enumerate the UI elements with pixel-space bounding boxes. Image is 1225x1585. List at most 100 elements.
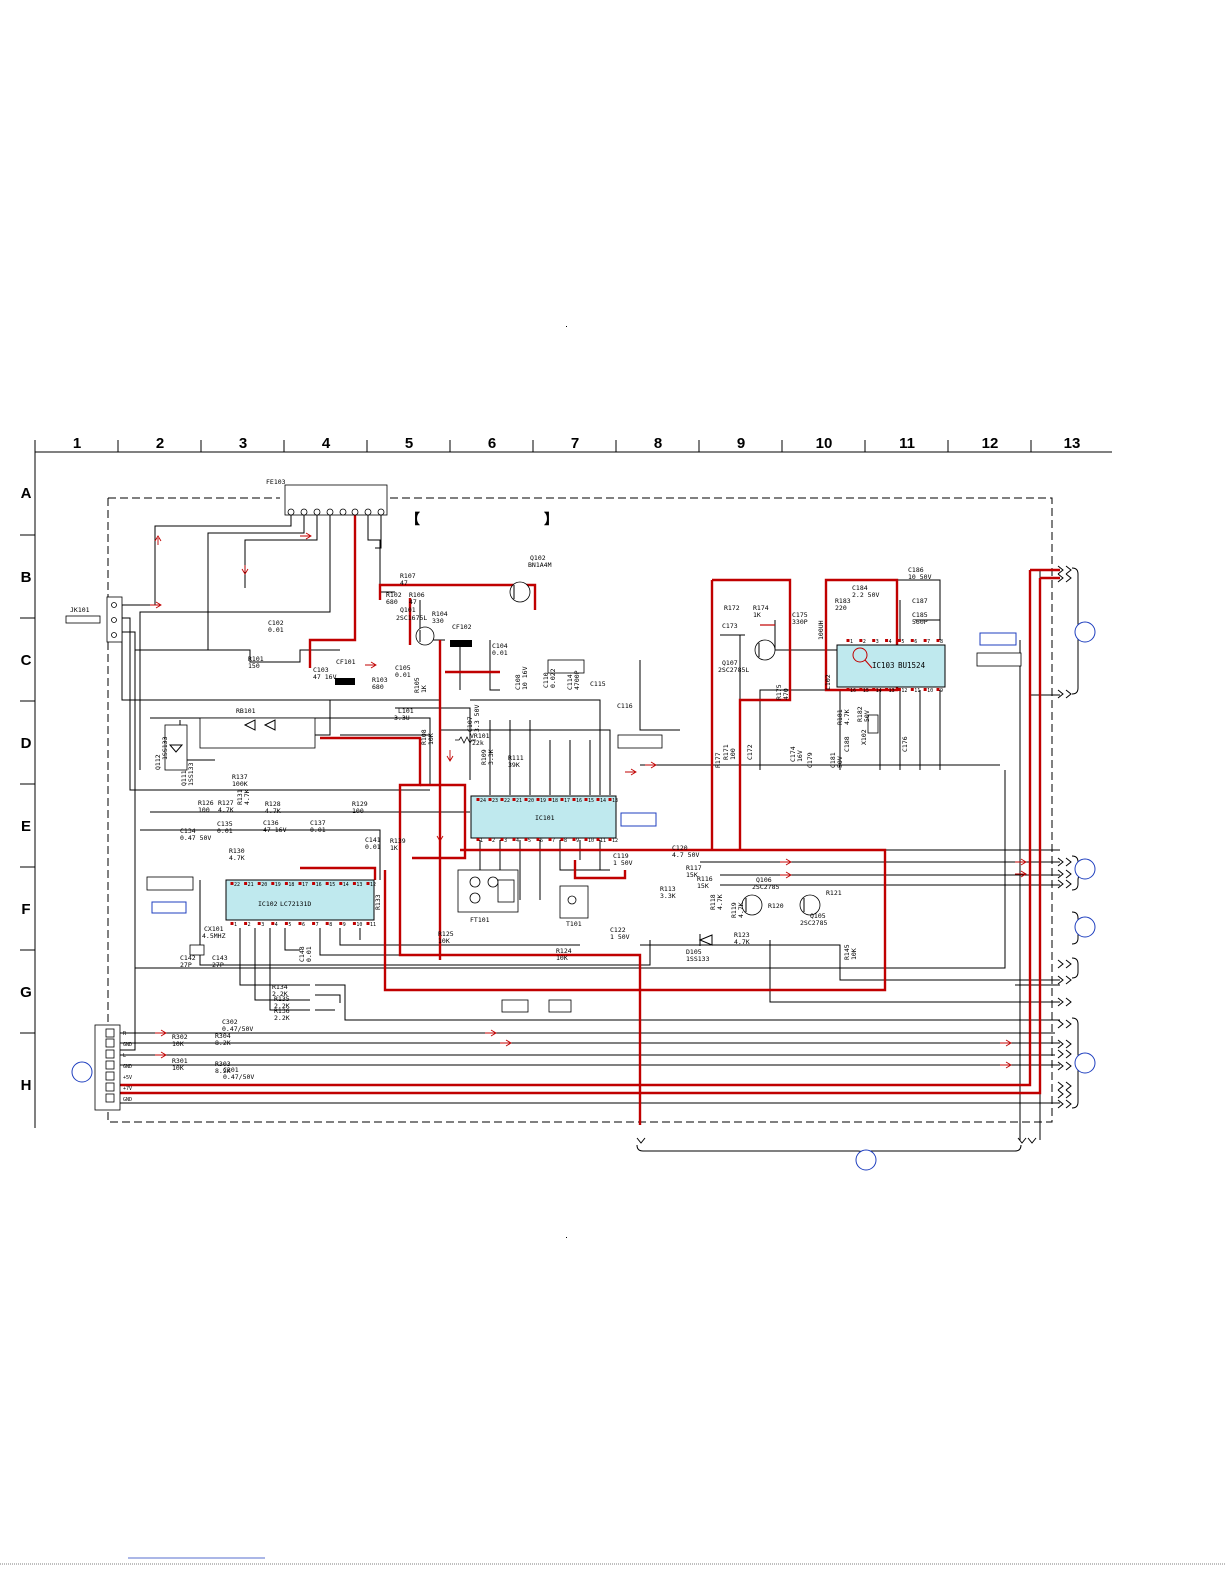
ic102-pin-label: 4 [275, 922, 278, 928]
fe103-label: FE103 [266, 478, 286, 486]
r101-value: 150 [248, 662, 260, 670]
r105-ref: R105 [413, 677, 421, 693]
c116-ref: C116 [617, 702, 633, 710]
r118-value: 4.7K [716, 894, 724, 910]
svg-text:BN1A4M: BN1A4M [528, 561, 552, 569]
svg-text:2SC2785: 2SC2785 [800, 919, 827, 927]
r181-ref: R181 [836, 709, 844, 725]
r123-ref: R123 [734, 931, 750, 939]
ic102-pin-marker [325, 922, 329, 925]
c142-value: 27P [180, 961, 192, 969]
svg-text:CF101: CF101 [336, 658, 356, 666]
row-label-h: H [21, 1077, 32, 1094]
ic102-pin-marker [352, 922, 356, 925]
c137-value: 0.01 [310, 826, 326, 834]
r304-value: 8.2K [215, 1039, 231, 1047]
r116-ref: R116 [697, 875, 713, 883]
c186-value: 10 50V [908, 573, 932, 581]
c110-value: 0.022 [549, 668, 557, 688]
ic103-pin-marker [936, 639, 940, 642]
ic101-pin-label: 10 [588, 838, 594, 844]
r130-value: 4.7K [229, 854, 245, 862]
svg-text:CF102: CF102 [452, 623, 472, 631]
black-wiring [108, 515, 1060, 1140]
r303-value: 8.2K [215, 1067, 231, 1075]
c185-ref: C185 [912, 611, 928, 619]
svg-text:Q101: Q101 [400, 606, 416, 614]
ic101-pin-marker [488, 838, 492, 841]
ic103-pin-marker [846, 639, 850, 642]
svg-text:4.5MHZ: 4.5MHZ [202, 932, 226, 940]
ic102-pin-marker [244, 922, 248, 925]
r127-ref: R127 [218, 799, 234, 807]
svg-text:1SS133: 1SS133 [187, 762, 195, 786]
ic102-pin-label: 10 [356, 922, 362, 928]
ic102-pin-label: 13 [356, 882, 362, 888]
d105-diode: D105 1SS133 [686, 934, 713, 963]
svg-text:2SC2785: 2SC2785 [752, 883, 779, 891]
c122-value: 1 50V [610, 933, 630, 941]
c134-ref: C134 [180, 827, 196, 835]
ic103-pin-label: 10 [927, 688, 933, 694]
svg-text:VR101: VR101 [470, 732, 490, 740]
c187-ref: C187 [912, 597, 928, 605]
row-label-a: A [21, 485, 32, 502]
ic102-pin-marker [271, 922, 275, 925]
c302-value: 0.47/50V [222, 1025, 253, 1033]
ic102-pin-marker [284, 882, 288, 885]
r136-value: 2.2K [274, 1014, 290, 1022]
ic101-pin-label: 23 [492, 798, 498, 804]
ic101-pin-marker [608, 798, 612, 801]
ic101-pin-marker [488, 798, 492, 801]
row-label-g: G [20, 984, 32, 1001]
ic103-pin-marker [846, 688, 850, 691]
connector-pin-label: R [123, 1031, 127, 1037]
r171-value: 100 [729, 748, 737, 760]
ic101-pin-label: 4 [516, 838, 519, 844]
r129-ref: R129 [352, 800, 368, 808]
row-label-f: F [21, 901, 30, 918]
row-label-c: C [21, 652, 32, 669]
row-label-e: E [21, 818, 31, 835]
r145-ref: R145 [843, 944, 851, 960]
c172-ref: C172 [746, 744, 754, 760]
connector-pin-label: GND [123, 1064, 132, 1070]
c134-value: 0.47 50V [180, 834, 211, 842]
c184-ref: C184 [852, 584, 868, 592]
c105-ref: C105 [395, 664, 411, 672]
ic103-part: BU1524 [898, 661, 926, 670]
r127-value: 4.7K [218, 806, 234, 814]
ic101-pin-label: 11 [600, 838, 606, 844]
col-label-9: 9 [737, 435, 745, 452]
ic102-pin-label: 12 [370, 882, 376, 888]
c302-ref: C302 [222, 1018, 238, 1026]
ic103-pin-label: 3 [876, 639, 879, 645]
ic102-pin-label: 18 [288, 882, 294, 888]
ic101-pin-label: 1 [480, 838, 483, 844]
ic102-pin-label: 2 [248, 922, 251, 928]
r104-ref: R104 [432, 610, 448, 618]
ic101-pin-marker [560, 838, 564, 841]
ic103-pin-label: 12 [901, 688, 907, 694]
ic101-pin-marker [476, 798, 480, 801]
r125-value: 10K [438, 937, 450, 945]
ic101-pin-marker [512, 838, 516, 841]
fe103-tuner: FE103 [266, 478, 388, 516]
c103-value: 47 16V [313, 673, 337, 681]
ic101-pin-marker [560, 798, 564, 801]
svg-text:22k: 22k [472, 739, 484, 747]
ic103-pin-label: 4 [889, 639, 892, 645]
r103-ref: R103 [372, 676, 388, 684]
ic102-pin-marker [284, 922, 288, 925]
ic103-pin-label: 6 [914, 639, 917, 645]
r301-ref: R301 [172, 1057, 188, 1065]
c136-ref: C136 [263, 819, 279, 827]
jk101-label: JK101 [70, 606, 90, 614]
ic101-pin-label: 6 [540, 838, 543, 844]
c301-value: 0.47/50V [223, 1073, 254, 1081]
c173-ref: C173 [722, 622, 738, 630]
component-labels: R10747R102680R10647R104330R101150R103680… [172, 566, 932, 1081]
r304-ref: R304 [215, 1032, 231, 1040]
r124-value: 10K [556, 954, 568, 962]
